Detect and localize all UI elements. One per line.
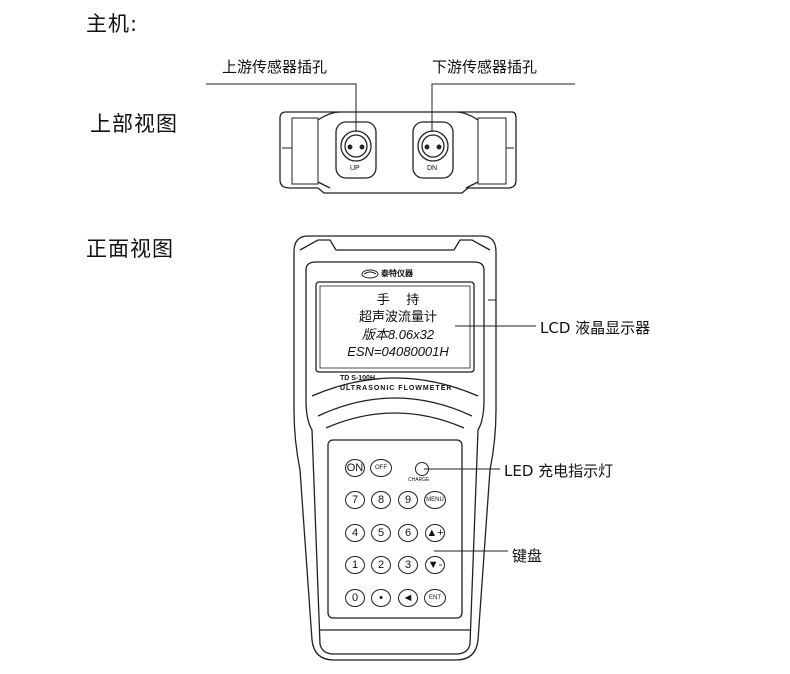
key-row5-2[interactable]: ◄ [398, 589, 418, 607]
top-view-body [279, 111, 517, 194]
upstream-leader [206, 83, 357, 132]
key-row5-0[interactable]: 0 [345, 589, 365, 607]
keypad-label: 键盘 [512, 547, 543, 565]
lcd-label: LCD 液晶显示器 [540, 319, 651, 337]
key-row2-1[interactable]: 8 [371, 491, 391, 509]
key-row4-3[interactable]: ▼- [425, 556, 445, 574]
key-row1-0[interactable]: ON [345, 459, 365, 477]
key-row3-2[interactable]: 6 [398, 524, 418, 542]
key-row5-3[interactable]: ENT [424, 589, 446, 607]
key-row2-2[interactable]: 9 [398, 491, 418, 509]
key-row4-1[interactable]: 2 [371, 556, 391, 574]
front-view-body [293, 235, 497, 661]
lcd-screen: 手 持 超声波流量计 版本8.06x32 ESN=04080001H [323, 292, 473, 370]
lcd-line-2: 超声波流量计 [358, 310, 437, 325]
top-view-heading: 上部视图 [90, 112, 178, 136]
led-label: LED 充电指示灯 [504, 462, 614, 480]
key-row1-1[interactable]: OFF [370, 459, 392, 477]
charge-led-icon [415, 462, 429, 476]
key-row4-2[interactable]: 3 [398, 556, 418, 574]
model-name: TD S-100H [340, 375, 376, 382]
lcd-line-1: 手 持 [376, 293, 420, 308]
front-view-heading: 正面视图 [86, 237, 174, 261]
key-row2-3[interactable]: MENU [424, 491, 446, 509]
key-row3-1[interactable]: 5 [371, 524, 391, 542]
key-row3-3[interactable]: ▲+ [425, 524, 445, 542]
lcd-line-3: 版本8.06x32 [361, 327, 435, 342]
downstream-port-label: 下游传感器插孔 [432, 58, 538, 76]
product-line: ULTRASONIC FLOWMETER [340, 385, 453, 392]
host-heading: 主机: [86, 12, 139, 36]
brand-name: 泰特仪器 [381, 269, 413, 278]
charge-label: CHARGE [408, 477, 430, 483]
up-port-label: UP [350, 165, 360, 172]
key-row3-0[interactable]: 4 [345, 524, 365, 542]
dn-port-icon [412, 121, 454, 179]
key-row5-1[interactable]: • [371, 589, 391, 607]
brand-logo [361, 269, 379, 279]
key-row2-0[interactable]: 7 [345, 491, 365, 509]
upstream-port-label: 上游传感器插孔 [222, 58, 328, 76]
downstream-leader [431, 83, 575, 132]
lcd-line-4: ESN=04080001H [347, 344, 449, 359]
dn-port-label: DN [427, 165, 438, 172]
key-row4-0[interactable]: 1 [345, 556, 365, 574]
